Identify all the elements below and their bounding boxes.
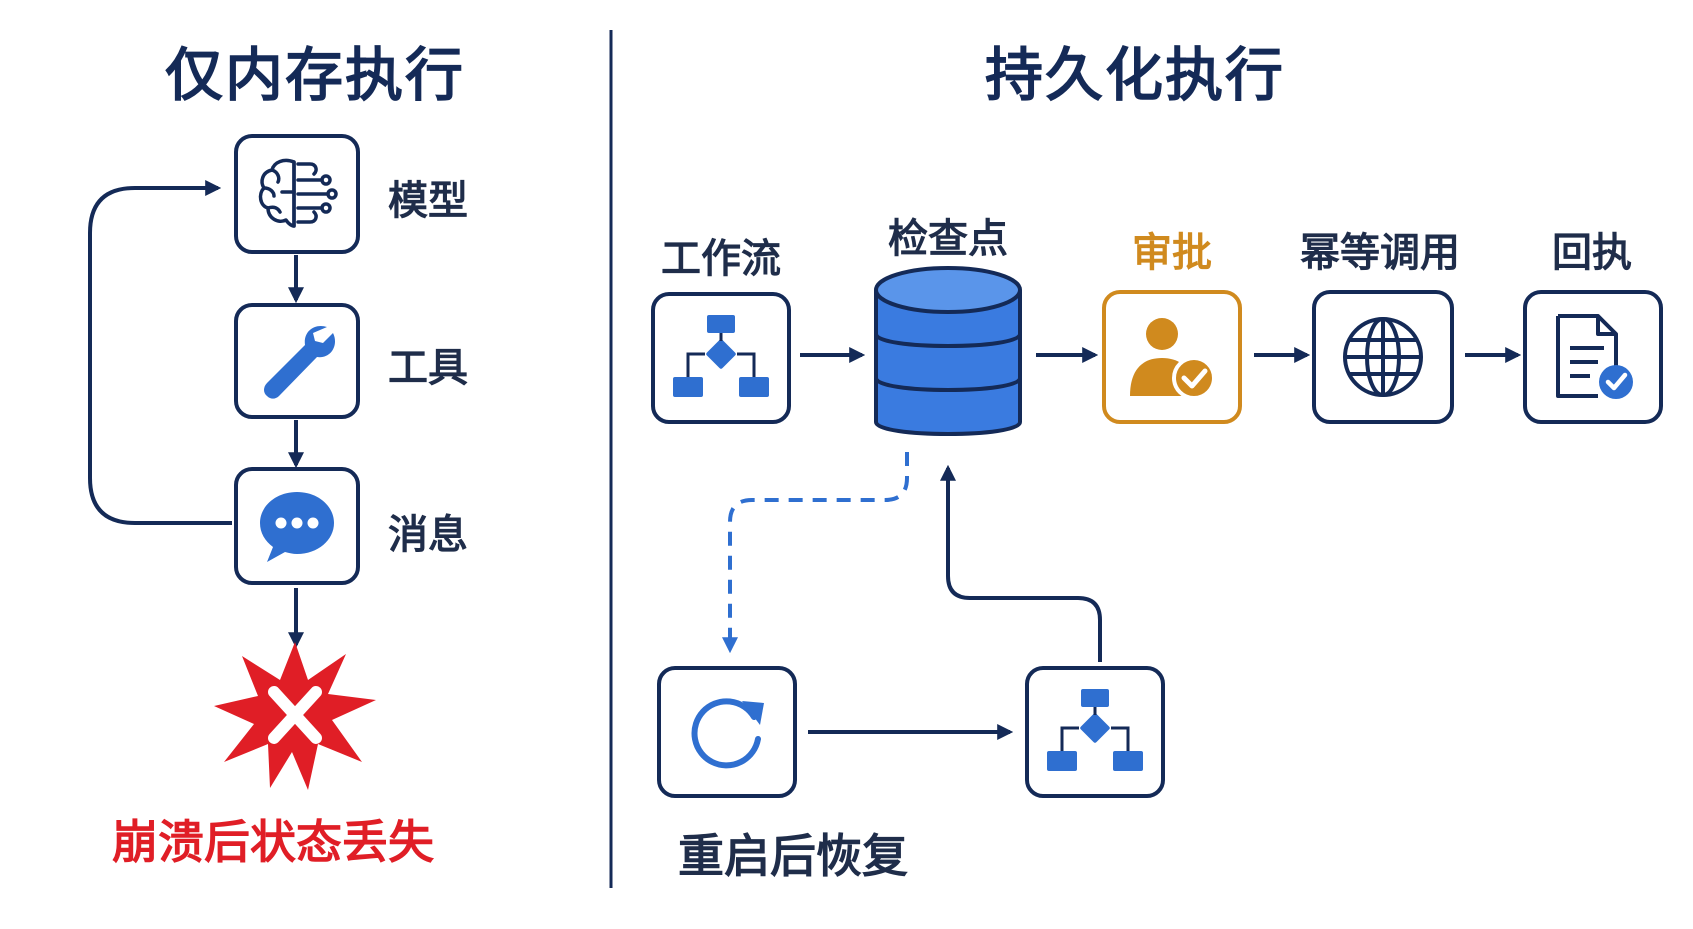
dashed-checkpoint-to-restart xyxy=(722,452,909,654)
model-box xyxy=(234,134,360,254)
return-receipt-label: 回执 xyxy=(1552,230,1632,276)
workflow-tree-icon xyxy=(1047,689,1143,771)
restart-resume-label: 重启后恢复 xyxy=(678,829,908,883)
tool-box xyxy=(234,303,360,419)
workflow-box xyxy=(651,292,791,424)
message-label: 消息 xyxy=(388,512,468,558)
model-label: 模型 xyxy=(388,178,468,224)
checkpoint-label: 检查点 xyxy=(888,216,1008,262)
arrow-resumed-to-checkpoint xyxy=(940,464,1102,662)
globe-icon xyxy=(1343,317,1423,397)
wrench-icon xyxy=(264,325,336,399)
tool-label: 工具 xyxy=(388,345,468,391)
message-box xyxy=(234,467,360,585)
return-receipt-box xyxy=(1523,290,1663,424)
chat-bubble-icon xyxy=(260,492,334,562)
crash-state-lost-label: 崩溃后状态丢失 xyxy=(112,815,434,869)
idempotent-call-label: 幂等调用 xyxy=(1300,230,1460,276)
idempotent-call-box xyxy=(1312,290,1454,424)
loop-message-to-model xyxy=(88,180,232,525)
crash-x-icon xyxy=(214,642,376,790)
workflow-label: 工作流 xyxy=(661,236,781,282)
title-durable: 持久化执行 xyxy=(985,41,1286,109)
refresh-icon xyxy=(691,698,764,769)
brain-icon xyxy=(258,158,338,228)
title-memory-only: 仅内存执行 xyxy=(165,41,466,109)
restart-box xyxy=(657,666,797,798)
approval-box xyxy=(1102,290,1242,424)
resumed-workflow-box xyxy=(1025,666,1165,798)
document-check-icon xyxy=(1556,314,1633,399)
workflow-tree-icon xyxy=(673,315,769,397)
approval-label: 审批 xyxy=(1132,230,1212,276)
database-icon xyxy=(874,266,1022,436)
user-check-icon xyxy=(1130,318,1216,400)
